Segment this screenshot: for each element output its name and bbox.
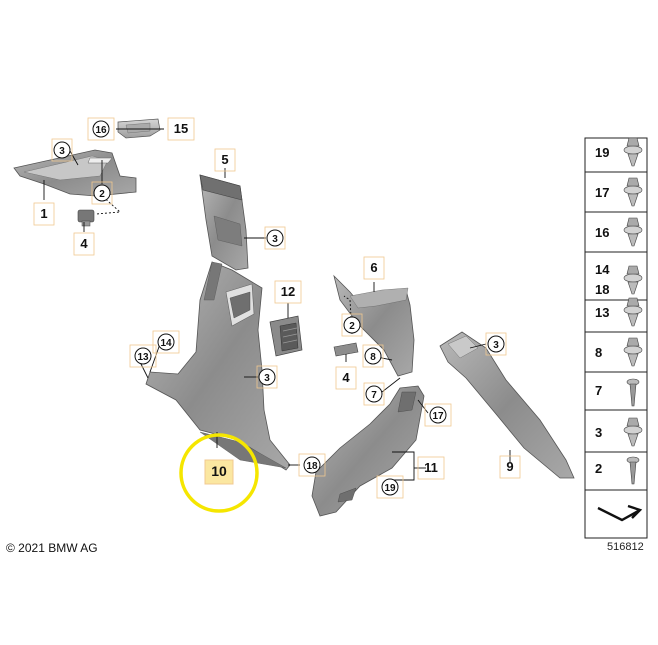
label-p3_right: 3 [485,332,507,356]
clip-3-icon [623,417,643,447]
legend-label-16: 16 [595,225,609,240]
label-text-p11: 11 [424,460,438,475]
label-p1: 1 [33,202,55,226]
legend-label-2: 2 [595,461,602,476]
clip-17-icon [623,177,643,207]
clip-16-icon [623,217,643,247]
label-p19: 19 [376,475,404,499]
label-text-p2_tl: 2 [99,189,105,200]
label-text-p5: 5 [221,152,228,167]
screw-2-icon [626,456,640,485]
label-text-p9: 9 [506,459,513,474]
label-text-p6: 6 [370,260,377,275]
label-text-p18: 18 [306,461,318,472]
clip-14-18-icon [623,265,643,295]
label-text-p1: 1 [40,206,47,221]
legend-label-14: 14 [595,262,610,277]
clip-13-icon [623,297,643,327]
legend-label-18: 18 [595,282,609,297]
label-text-p16_top: 16 [95,125,107,136]
label-p10: 10 [211,463,227,479]
label-text-p13: 13 [137,352,149,363]
part-1-trim-cover [13,149,137,197]
label-text-p3_right: 3 [493,340,499,351]
legend-label-17: 17 [595,185,609,200]
part-10-highlight-box [204,459,234,485]
label-p16_top: 16 [87,117,115,141]
legend-label-13: 13 [595,305,609,320]
copyright-text: © 2021 BMW AG [6,541,98,555]
label-p2_mid: 2 [341,313,363,337]
diagram-arrow-icon [597,504,643,522]
part-15-bracket [117,118,161,139]
label-text-p12: 12 [281,284,295,299]
diagram-code: 516812 [607,541,644,553]
label-p15: 15 [167,117,195,141]
label-text-p17: 17 [432,411,444,422]
part-10-lower-pillar-trim [145,261,291,471]
legend-row-8: 8 [585,337,647,373]
legend-label-7: 7 [595,383,602,398]
legend-label-8: 8 [595,345,602,360]
label-p3_tl: 3 [51,138,73,162]
label-p14: 14 [152,330,180,354]
label-text-p8: 8 [370,352,376,363]
label-p13: 13 [129,344,157,368]
clip-19-icon [623,137,643,167]
part-4-clip-left [77,209,95,227]
label-text-p3_tl: 3 [59,146,65,157]
label-text-p10: 10 [211,463,227,479]
clip-8-icon [623,337,643,367]
label-text-p14: 14 [160,338,172,349]
legend-label-19: 19 [595,145,609,160]
label-text-p7: 7 [371,390,377,401]
part-11-lower-trim [311,385,425,517]
label-p6: 6 [363,256,385,280]
label-p4_left: 4 [73,232,95,256]
label-p18: 18 [298,453,326,477]
legend-row-13: 13 [585,297,647,333]
legend-label-3: 3 [595,425,602,440]
label-p8: 8 [362,344,384,368]
highlight-circle [179,433,259,513]
part-12-air-vent [269,315,303,357]
label-p3_pillar: 3 [256,365,278,389]
label-p11: 11 [417,456,445,480]
part-4-clip-mid [333,342,359,357]
label-p9: 9 [499,455,521,479]
label-text-p19: 19 [384,483,396,494]
label-text-p3_pillar: 3 [264,373,270,384]
label-p7: 7 [363,382,385,406]
legend-row-7: 7 [585,378,647,411]
label-p3_mid: 3 [264,226,286,250]
screw-7-icon [626,378,640,407]
label-text-p2_mid: 2 [349,321,355,332]
legend-row-17: 17 [585,177,647,213]
label-p17: 17 [424,403,452,427]
legend-row-16: 16 [585,217,647,253]
legend-row-19: 19 [585,137,647,173]
label-p5: 5 [214,148,236,172]
legend-row-3: 3 [585,417,647,453]
part-9-side-trim [439,331,575,479]
legend-row-2: 2 [585,456,647,491]
label-p4_mid: 4 [335,366,357,390]
part-5-upper-pillar-trim [199,174,249,271]
label-text-p4_left: 4 [80,236,88,251]
label-text-p3_mid: 3 [272,234,278,245]
label-text-p15: 15 [174,121,188,136]
label-text-p4_mid: 4 [342,370,350,385]
label-p12: 12 [274,280,302,304]
label-p2_tl: 2 [91,181,113,205]
